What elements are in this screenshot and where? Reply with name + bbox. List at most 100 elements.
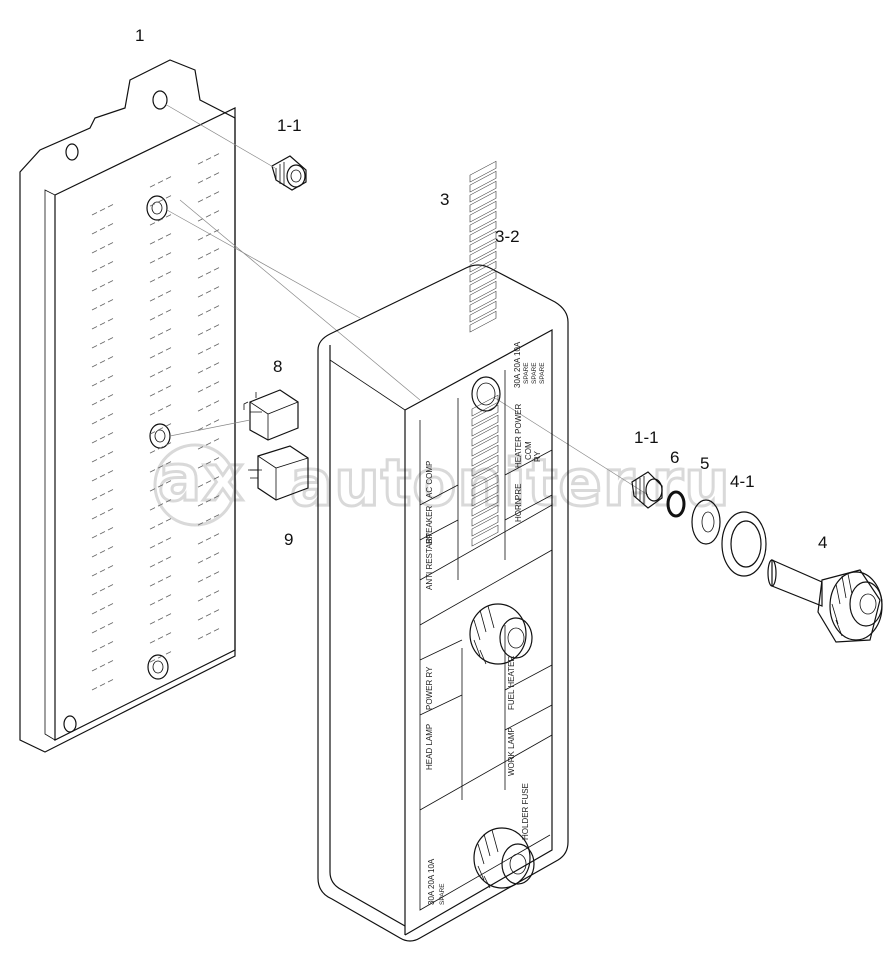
label-ac-comp: AC COMP <box>425 461 434 498</box>
socket-slot <box>99 303 106 307</box>
socket-slot <box>91 478 98 482</box>
socket-slot <box>99 322 106 326</box>
fuse-list <box>469 160 499 547</box>
socket-slot <box>107 356 114 360</box>
socket-slot <box>149 374 156 378</box>
callout-9: 9 <box>284 530 293 549</box>
callouts: 1 1-1 3 3-2 8 9 1-1 6 5 4-1 4 <box>135 26 827 552</box>
socket-slot <box>157 332 164 336</box>
knob-lower <box>473 827 535 889</box>
socket-slot <box>149 488 156 492</box>
watermark-text: autoniter.ru <box>290 447 731 521</box>
socket-slot <box>213 191 220 195</box>
socket-slot <box>213 324 220 328</box>
socket-slot <box>149 564 156 568</box>
socket-slot <box>205 195 212 199</box>
socket-slot <box>149 393 156 397</box>
socket-slot <box>157 522 164 526</box>
socket-slot <box>91 402 98 406</box>
socket-slot <box>99 588 106 592</box>
socket-slot <box>99 550 106 554</box>
fuse-slot <box>471 404 499 427</box>
label-holder-fuse: HOLDER FUSE <box>521 783 530 840</box>
label-spare-top-1: SPARE <box>523 362 530 384</box>
fuse-slot <box>471 424 499 447</box>
fuse-slot <box>469 300 497 323</box>
socket-slot <box>99 626 106 630</box>
socket-slot <box>91 611 98 615</box>
socket-slot <box>149 431 156 435</box>
socket-slot <box>157 655 164 659</box>
knob-bolt <box>767 559 883 643</box>
label-pre: PRE <box>514 484 523 500</box>
callout-4-1: 4-1 <box>730 472 755 491</box>
socket-slot <box>213 153 220 157</box>
socket-slot <box>107 299 114 303</box>
socket-slot <box>213 495 220 499</box>
socket-slot <box>91 649 98 653</box>
socket-slot <box>107 565 114 569</box>
socket-slot <box>197 541 204 545</box>
fuse-slot <box>471 444 499 467</box>
socket-slot <box>149 355 156 359</box>
fuse-box-cover: 30A 20A 10A SPARE SPARE SPARE HORN HEATE… <box>317 160 569 942</box>
fuse-slot <box>471 524 499 547</box>
socket-slot <box>197 237 204 241</box>
socket-slot <box>157 389 164 393</box>
label-horn: HORN <box>514 498 523 522</box>
socket-slot <box>197 294 204 298</box>
socket-slot <box>197 503 204 507</box>
socket-slot <box>91 440 98 444</box>
socket-slot <box>157 370 164 374</box>
socket-slot <box>197 256 204 260</box>
socket-slot <box>157 427 164 431</box>
socket-slot <box>99 531 106 535</box>
grommet-upper <box>271 155 307 191</box>
socket-slot <box>205 252 212 256</box>
socket-slot <box>205 556 212 560</box>
socket-slot <box>157 294 164 298</box>
socket-slot <box>149 583 156 587</box>
socket-slot <box>213 286 220 290</box>
socket-slot <box>107 394 114 398</box>
socket-slot <box>205 632 212 636</box>
socket-slot <box>197 560 204 564</box>
callout-3: 3 <box>440 190 449 209</box>
socket-slot <box>99 436 106 440</box>
socket-slot <box>149 469 156 473</box>
washer <box>691 499 721 545</box>
socket-slot <box>157 636 164 640</box>
socket-slot <box>165 214 172 218</box>
fuse-slot <box>471 394 499 417</box>
socket-slot <box>165 404 172 408</box>
socket-slot <box>91 345 98 349</box>
socket-slot <box>213 552 220 556</box>
socket-slot <box>197 370 204 374</box>
socket-slot <box>149 184 156 188</box>
socket-slot <box>107 432 114 436</box>
socket-slot <box>107 546 114 550</box>
socket-slot <box>213 590 220 594</box>
socket-slot <box>213 438 220 442</box>
watermark: ax autoniter.ru <box>153 441 731 527</box>
socket-slot <box>165 613 172 617</box>
label-heater-power: HEATER POWER <box>514 403 523 468</box>
socket-slot <box>205 328 212 332</box>
socket-slot <box>205 157 212 161</box>
socket-slot <box>197 522 204 526</box>
socket-slot <box>91 421 98 425</box>
socket-slot <box>91 269 98 273</box>
socket-slot <box>149 222 156 226</box>
fuse-slot <box>469 310 497 333</box>
label-spare-top-2: SPARE <box>531 362 538 384</box>
socket-slot <box>91 668 98 672</box>
fuse-slot <box>469 270 497 293</box>
callout-5: 5 <box>700 454 709 473</box>
socket-slot <box>205 347 212 351</box>
socket-slot <box>157 351 164 355</box>
socket-slot <box>107 584 114 588</box>
socket-slot <box>197 199 204 203</box>
relay-socket-slots <box>91 153 220 691</box>
fuse-slot <box>471 434 499 457</box>
